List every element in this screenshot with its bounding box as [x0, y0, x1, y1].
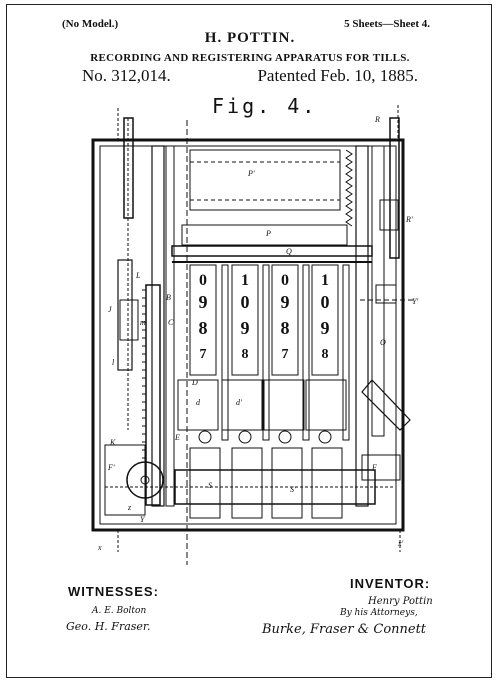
wheel-col-4 — [311, 264, 339, 376]
wheel-col-3 — [271, 264, 299, 376]
inventor-signature: Henry Pottin — [368, 596, 433, 607]
ref-letter: P' — [247, 169, 255, 178]
wheel-digit: 9 — [199, 292, 208, 312]
ref-letter: F' — [107, 463, 115, 472]
ref-letter: m — [140, 318, 146, 327]
ref-letter: S — [208, 481, 212, 490]
paper-roll — [189, 149, 341, 211]
attorney-signature: Burke, Fraser & Connett — [262, 622, 427, 637]
right-shaft — [389, 117, 400, 259]
ref-letter: d' — [236, 398, 242, 407]
ref-letter: x' — [397, 539, 404, 548]
ref-letter: P — [265, 229, 271, 238]
right-lever — [361, 379, 411, 431]
outer-casing — [91, 138, 405, 532]
wheel-digit: 9 — [321, 318, 330, 338]
gear-rack — [145, 284, 161, 506]
ref-letter: K — [109, 438, 116, 447]
roll-p — [181, 224, 348, 246]
bar-q — [171, 245, 373, 257]
wheel-col-2 — [231, 264, 259, 376]
sheet-border — [6, 4, 492, 678]
ref-letter: O — [380, 338, 386, 347]
wheel-digit: 0 — [321, 292, 330, 312]
ref-letter: D — [191, 378, 198, 387]
patent-number: No. 312,014. — [82, 66, 171, 85]
patent-title: RECORDING AND REGISTERING APPARATUS FOR … — [90, 52, 410, 64]
ref-letter: x — [97, 543, 102, 552]
ref-letter: F — [371, 463, 377, 472]
ref-letter: L — [135, 271, 141, 280]
ref-letter: d — [196, 398, 201, 407]
wheel-digit: 1 — [321, 272, 329, 289]
figure-label: Fig. 4. — [212, 94, 318, 118]
ref-letter: Y — [140, 515, 146, 524]
sheet-number: 5 Sheets—Sheet 4. — [344, 18, 430, 30]
lever-j — [117, 259, 133, 371]
wheel-digit: 8 — [322, 347, 329, 362]
wheel-digit: 8 — [281, 318, 290, 338]
witnesses-label: WITNESSES: — [68, 584, 159, 599]
ref-letter: S' — [290, 485, 296, 494]
spring — [345, 149, 353, 227]
wheel-digit: 0 — [241, 292, 250, 312]
ref-letter: z — [127, 503, 132, 512]
wheel-digit: 8 — [199, 318, 208, 338]
ref-letter: Q — [286, 247, 292, 256]
inner-casing — [99, 145, 397, 525]
wheel-col-1 — [189, 264, 217, 376]
wheel-digit: 9 — [241, 318, 250, 338]
ref-letter: J — [108, 305, 112, 314]
witness-signature: A. E. Bolton — [92, 606, 147, 616]
inventor-name: H. POTTIN. — [204, 30, 296, 46]
wheel-digit: 1 — [241, 272, 249, 289]
inventor-label: INVENTOR: — [350, 576, 431, 591]
ref-letter: C — [168, 318, 174, 327]
ref-letter: R' — [405, 215, 413, 224]
wheel-digit: 8 — [242, 347, 249, 362]
witness-signature: Geo. H. Fraser. — [66, 620, 151, 633]
wheel-digit: 7 — [200, 347, 207, 362]
wheel-digit: 9 — [281, 292, 290, 312]
wheel-digit: 0 — [199, 272, 207, 289]
ref-letter: E — [174, 433, 180, 442]
no-model-label: (No Model.) — [62, 18, 119, 30]
wheel-digit: 0 — [281, 272, 289, 289]
ref-letter: B — [166, 293, 171, 302]
patent-date: Patented Feb. 10, 1885. — [257, 66, 418, 85]
ref-letter: l — [112, 358, 115, 367]
attorneys-label: By his Attorneys, — [340, 608, 418, 618]
ref-letter: Y' — [412, 297, 418, 306]
ref-letter: R — [374, 115, 380, 124]
wheel-digit: 7 — [282, 347, 289, 362]
